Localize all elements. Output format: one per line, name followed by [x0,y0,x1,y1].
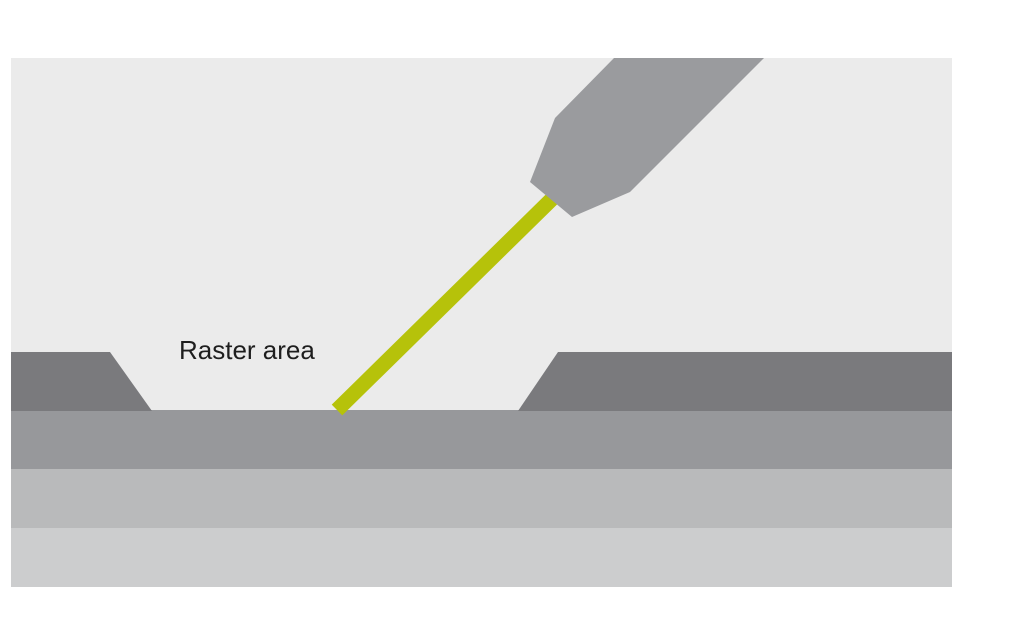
bottom-layer [11,528,952,587]
raster-area-label: Raster area [179,335,315,365]
middle-layer [11,469,952,528]
laser-nozzle [530,58,764,217]
top-layer-right [518,352,952,411]
laser-beam [331,189,562,416]
base-layer [11,410,952,469]
top-layer-left [11,352,152,411]
